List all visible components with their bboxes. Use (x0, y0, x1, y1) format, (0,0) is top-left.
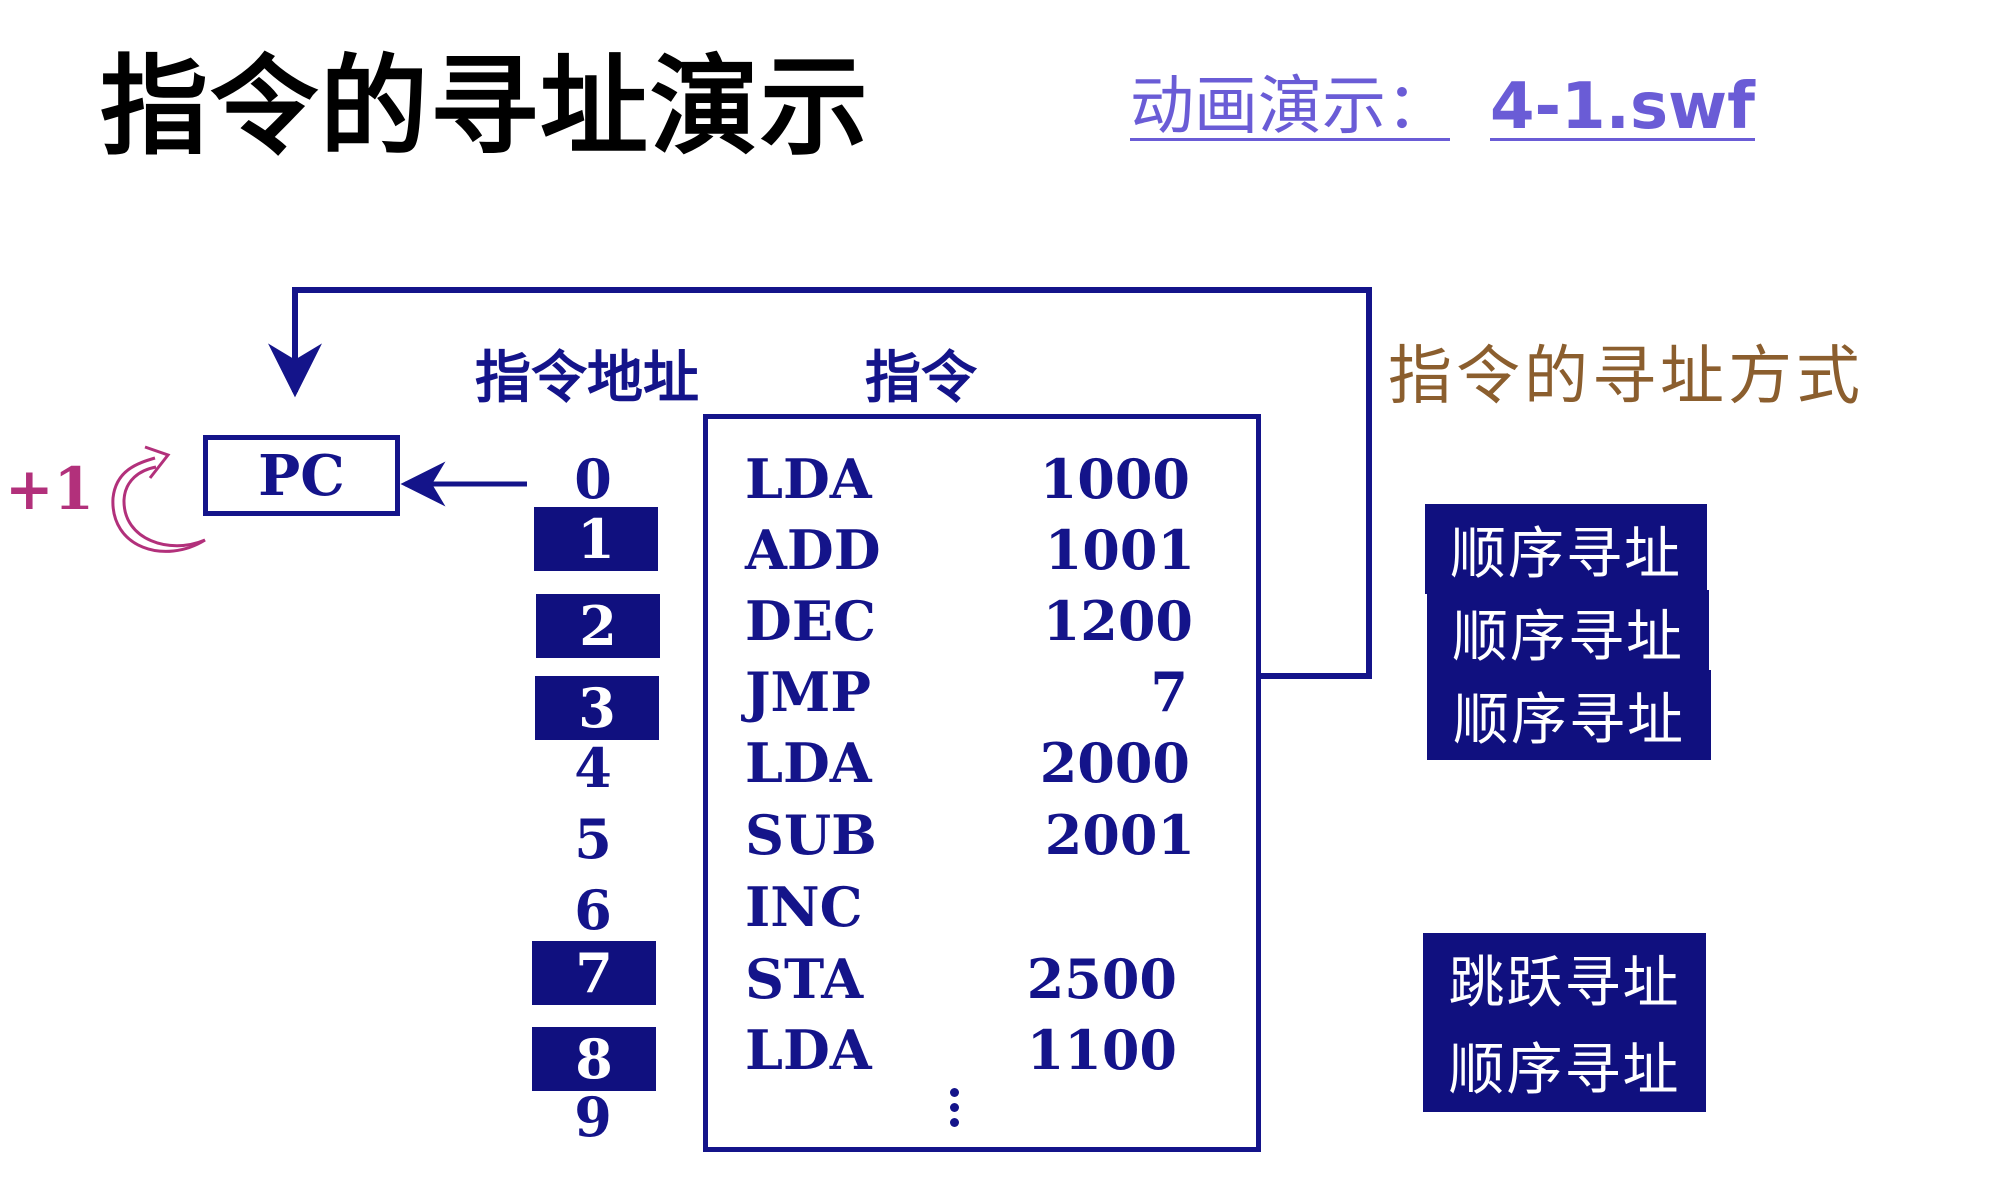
opcode: SUB (745, 803, 877, 867)
operand: 1200 (1042, 589, 1193, 653)
mode-badge: 顺序寻址 (1423, 1019, 1706, 1112)
page-title: 指令的寻址演示 (100, 45, 871, 170)
mode-badge: 顺序寻址 (1427, 670, 1711, 760)
program-counter-register: PC (203, 435, 400, 516)
address-cell: 4 (574, 736, 612, 800)
mode-badge: 顺序寻址 (1425, 504, 1707, 594)
address-cell: 6 (574, 878, 612, 942)
address-cell: 8 (532, 1027, 656, 1091)
opcode: ADD (745, 518, 881, 582)
opcode: LDA (745, 731, 872, 795)
operand: 2001 (1044, 803, 1195, 867)
jump-feedback-line (268, 287, 1372, 679)
animation-link[interactable]: 动画演示： 4-1.swf (1130, 55, 1755, 147)
opcode: INC (745, 875, 863, 939)
opcode: LDA (745, 447, 872, 511)
address-cell: 3 (535, 676, 659, 740)
address-cell: 2 (536, 594, 660, 658)
operand: 7 (1150, 660, 1188, 724)
address-cell: 0 (574, 447, 612, 511)
pc-increment-label: +1 (5, 455, 94, 523)
instruction-column-header: 指令 (865, 346, 977, 411)
address-cell: 1 (534, 507, 658, 571)
opcode: DEC (745, 589, 876, 653)
addressing-modes-header: 指令的寻址方式 (1388, 340, 1864, 414)
operand: 1001 (1044, 518, 1195, 582)
curved-arrow-icon (111, 445, 206, 553)
mode-badge: 顺序寻址 (1427, 590, 1709, 675)
address-cell: 7 (532, 941, 656, 1005)
opcode: STA (745, 947, 864, 1011)
opcode: JMP (745, 660, 871, 724)
animation-link-filename: 4-1.swf (1490, 70, 1755, 144)
address-cell: 5 (574, 807, 612, 871)
animation-link-label: 动画演示： (1130, 70, 1450, 144)
pc-label: PC (258, 442, 345, 509)
operand: 2500 (1026, 947, 1177, 1011)
operand: 1000 (1039, 447, 1190, 511)
address-cell: 9 (574, 1085, 612, 1149)
opcode: LDA (745, 1018, 872, 1082)
address-column-header: 指令地址 (475, 346, 699, 411)
operand: 2000 (1039, 731, 1190, 795)
mode-badge: 跳跃寻址 (1423, 933, 1706, 1023)
vertical-ellipsis-icon (947, 1088, 961, 1128)
operand: 1100 (1026, 1018, 1177, 1082)
instruction-memory (703, 414, 1261, 1152)
